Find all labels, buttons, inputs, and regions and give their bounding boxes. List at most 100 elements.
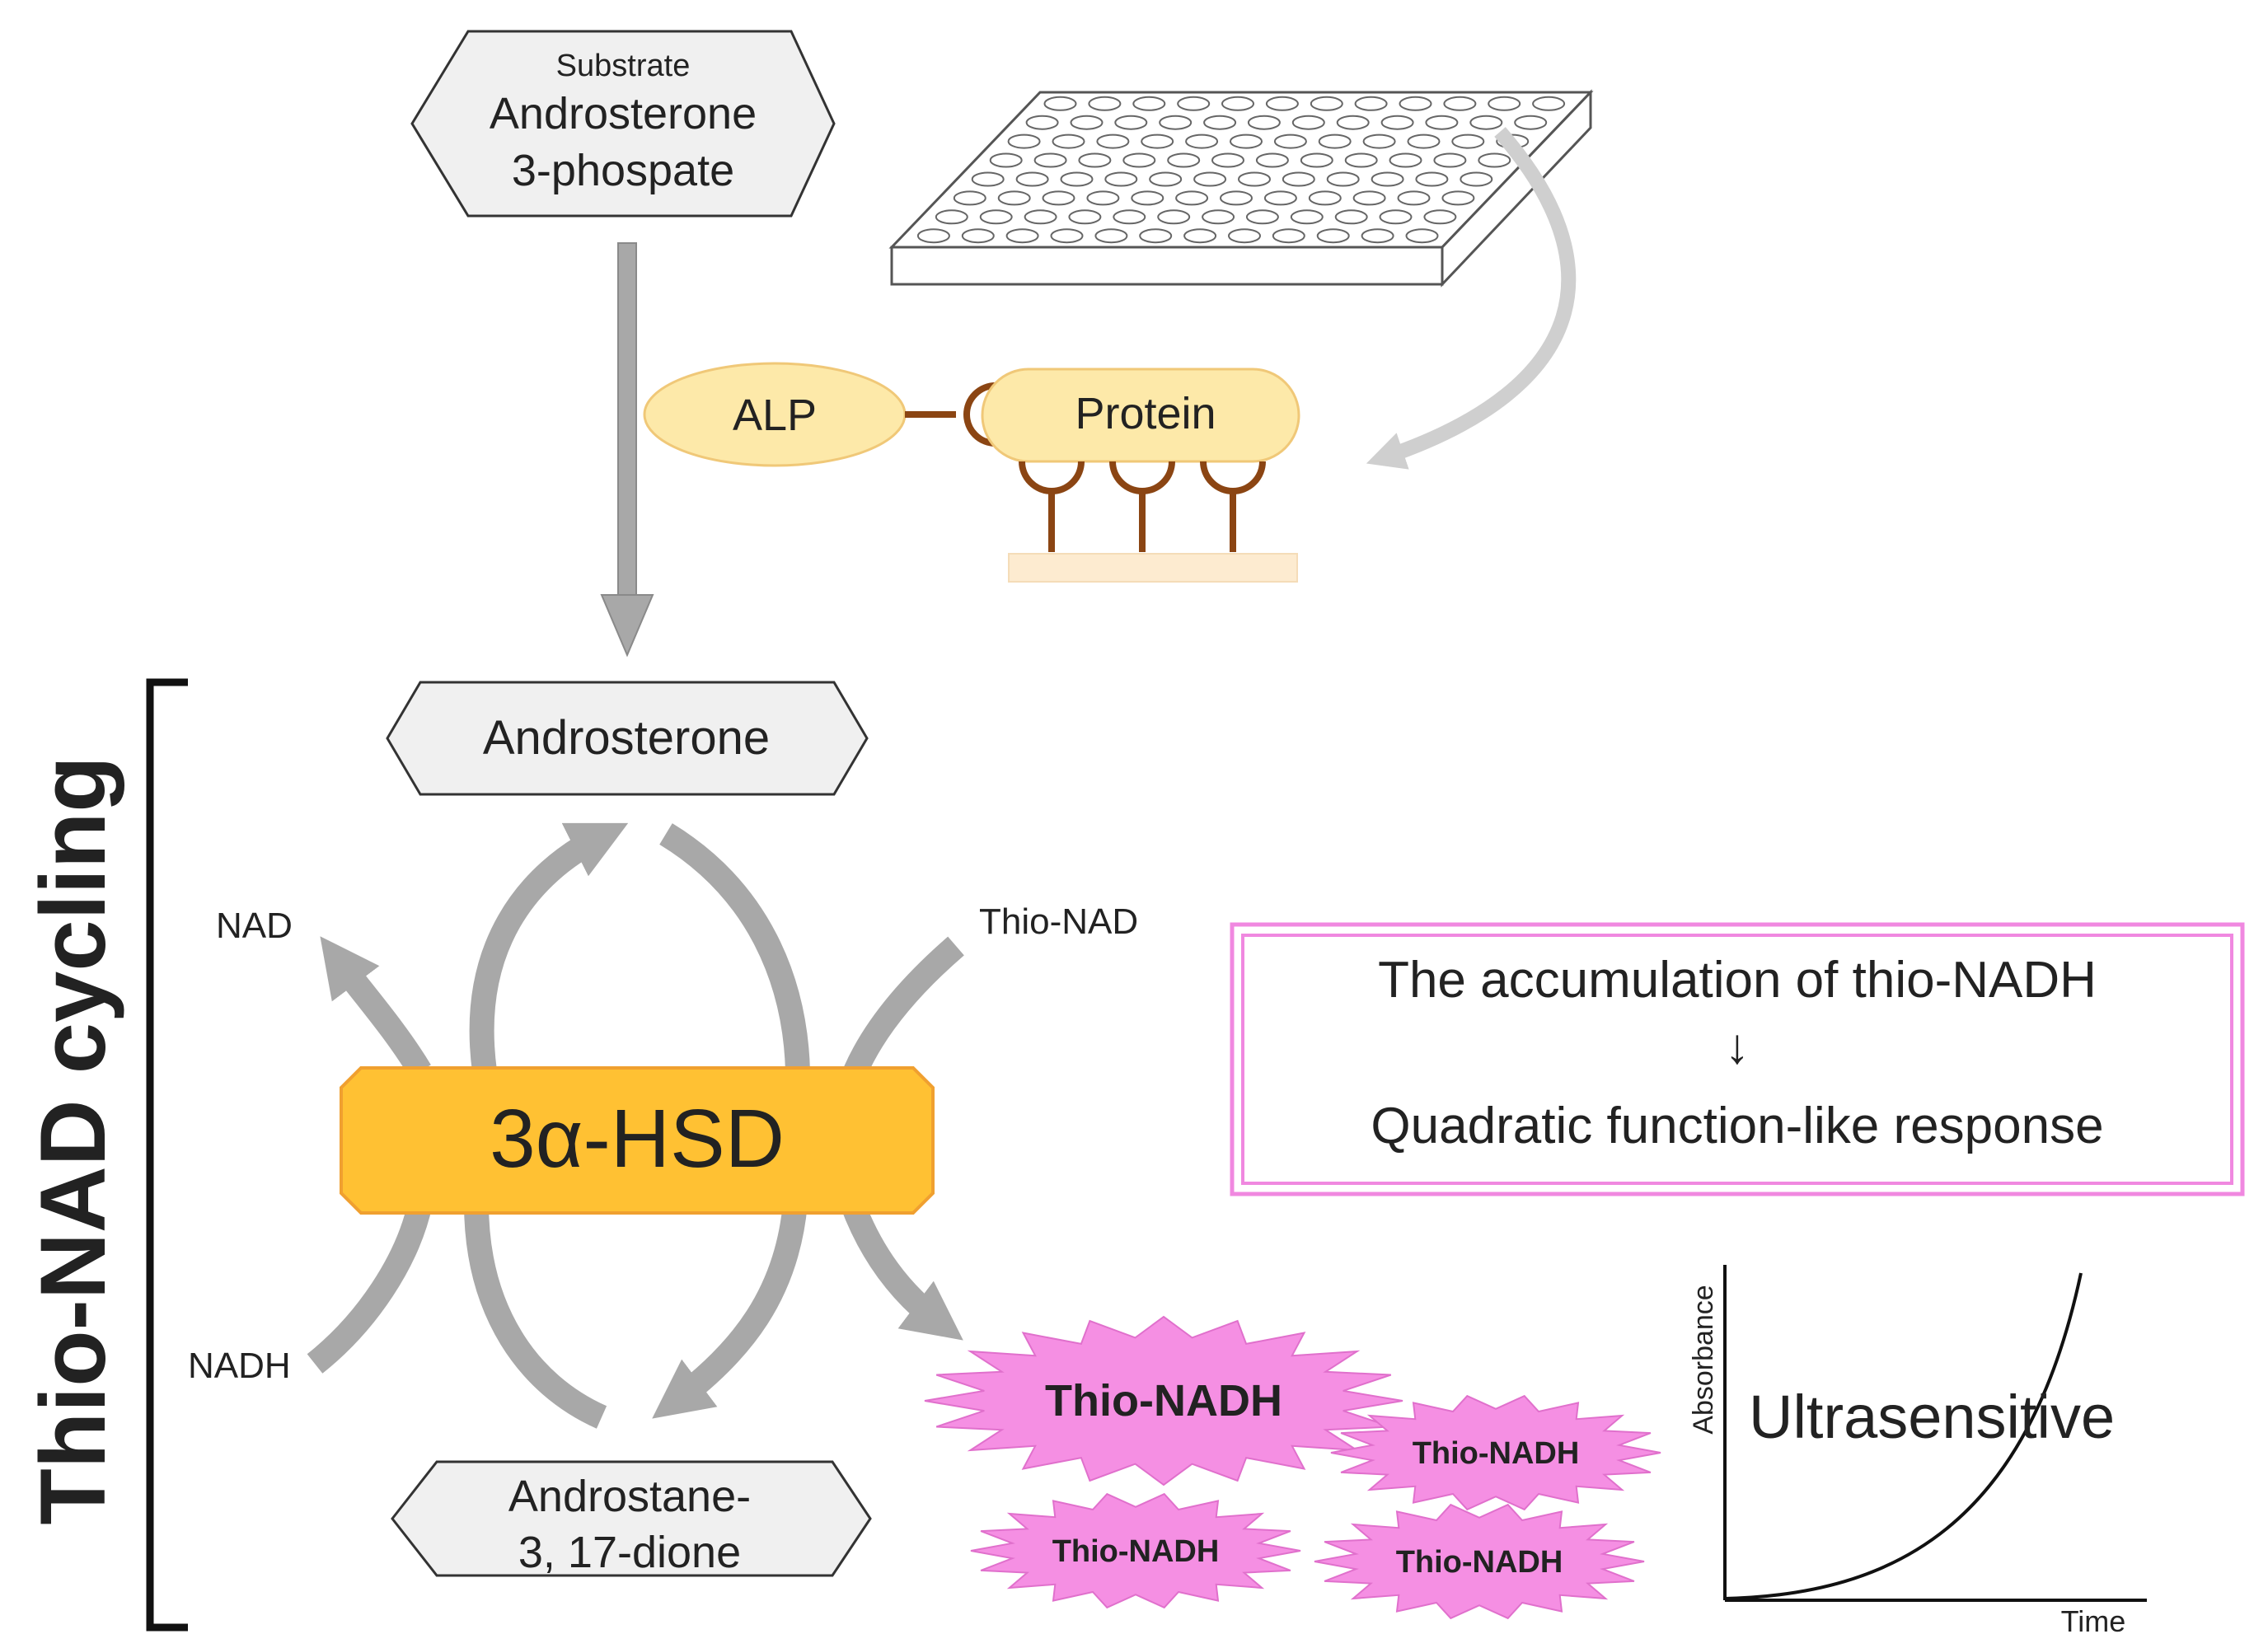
microplate-well — [1405, 228, 1439, 244]
microplate-well — [1263, 190, 1297, 206]
substrate-name-line2: 3-phospate — [512, 146, 734, 195]
microplate-well — [961, 228, 995, 244]
thio-nadh-release-arrow — [840, 1198, 963, 1341]
microplate-well — [1132, 96, 1166, 111]
nadh-label: NADH — [188, 1346, 291, 1386]
microplate-well — [1399, 96, 1432, 111]
thio-nad-label: Thio-NAD — [979, 901, 1138, 942]
microplate-well — [1245, 209, 1279, 225]
microplate-well — [971, 171, 1005, 187]
microplate-well — [1290, 209, 1324, 225]
androsterone-hexagon: Androsterone — [386, 681, 869, 796]
enzyme-label: 3α-HSD — [490, 1093, 785, 1185]
microplate-well — [1433, 152, 1467, 168]
microplate-well — [1094, 228, 1128, 244]
microplate-well — [1005, 228, 1039, 244]
microplate-well — [1007, 133, 1041, 149]
microplate-well — [1352, 190, 1386, 206]
microplate-well — [1265, 96, 1299, 111]
thio-nadh-right-label: Thio-NADH — [1413, 1436, 1580, 1471]
microplate-well — [1221, 96, 1254, 111]
microplate-well — [1052, 133, 1085, 149]
microplate-well — [1183, 228, 1217, 244]
microplate-well — [1371, 171, 1404, 187]
microplate-well — [1050, 228, 1084, 244]
thio-nadh-burst-main: Thio-NADH — [924, 1315, 1403, 1487]
microplate-well — [1441, 190, 1475, 206]
microplate-well — [1423, 209, 1457, 225]
response-graph: Absorbance Time Ultrasensitive — [1688, 1265, 2147, 1634]
conversion-arrow — [600, 242, 654, 658]
microplate-well — [1282, 171, 1315, 187]
microplate-icon — [888, 89, 1594, 288]
microplate-well — [1425, 115, 1459, 130]
thio-nadh-bottom-left-label: Thio-NADH — [1052, 1534, 1220, 1569]
thio-nadh-bottom-right-label: Thio-NADH — [1396, 1545, 1563, 1580]
dione-hexagon: Androstane- 3, 17-dione — [391, 1460, 872, 1577]
info-box: The accumulation of thio-NADH ↓ Quadrati… — [1230, 922, 2245, 1196]
info-arrow: ↓ — [1725, 1018, 1750, 1074]
microplate-well — [979, 209, 1013, 225]
microplate-well — [1389, 152, 1422, 168]
microplate-well — [1460, 171, 1493, 187]
microplate-well — [1025, 115, 1059, 130]
microplate-well — [1193, 171, 1227, 187]
microplate-well — [1310, 96, 1343, 111]
thio-nadh-burst-right: Thio-NADH — [1330, 1394, 1661, 1511]
microplate-well — [1139, 228, 1173, 244]
enzyme-box: 3α-HSD — [340, 1066, 935, 1215]
microplate-well — [1532, 96, 1566, 111]
protein-shape — [981, 368, 1300, 463]
microplate-well — [1024, 209, 1057, 225]
microplate-well — [1043, 96, 1077, 111]
microplate-well — [1175, 190, 1209, 206]
microplate-well — [1177, 96, 1211, 111]
microplate-well — [1344, 152, 1378, 168]
microplate-well — [1141, 133, 1174, 149]
microplate-well — [1443, 96, 1477, 111]
microplate-well — [1326, 171, 1360, 187]
microplate-well — [953, 190, 986, 206]
microplate-well — [1228, 228, 1261, 244]
microplate-well — [1122, 152, 1156, 168]
microplate-well — [1167, 152, 1201, 168]
microplate-well — [1379, 209, 1413, 225]
graph-title: Ultrasensitive — [1749, 1383, 2115, 1451]
microplate-well — [1362, 133, 1396, 149]
cycling-arrows — [307, 822, 964, 1429]
microplate-well — [1104, 171, 1138, 187]
microplate-well — [1291, 115, 1325, 130]
microplate-wells — [916, 96, 1566, 244]
microplate-well — [1060, 171, 1094, 187]
microplate-well — [1478, 152, 1511, 168]
microplate-well — [1255, 152, 1289, 168]
microplate-well — [1354, 96, 1388, 111]
plate-to-assay-arrow — [1366, 127, 1577, 470]
microplate-well — [1415, 171, 1449, 187]
alp-protein-conjugate: ALP Protein — [643, 362, 1300, 583]
nadh-input-arrow — [307, 1200, 433, 1374]
substrate-hexagon: Substrate Androsterone 3-phospate — [410, 30, 836, 218]
microplate-well — [1149, 171, 1183, 187]
substrate-small-label: Substrate — [556, 49, 691, 83]
microplate-well — [1203, 115, 1237, 130]
microplate-well — [1361, 228, 1394, 244]
microplate-well — [916, 228, 950, 244]
microplate-well — [1042, 190, 1075, 206]
microplate-well — [1185, 133, 1219, 149]
microplate-well — [1033, 152, 1067, 168]
microplate-well — [1078, 152, 1112, 168]
microplate-well — [1157, 209, 1191, 225]
microplate-well — [1469, 115, 1503, 130]
microplate-well — [1159, 115, 1193, 130]
microplate-well — [1318, 133, 1352, 149]
microplate-well — [1380, 115, 1414, 130]
microplate-well — [1131, 190, 1164, 206]
microplate-well — [1230, 133, 1263, 149]
microplate-well — [1273, 133, 1307, 149]
microplate-well — [997, 190, 1031, 206]
microplate-well — [1070, 115, 1104, 130]
dione-label-line1: Androstane- — [508, 1472, 751, 1521]
plate-surface — [1008, 553, 1298, 583]
response-curve — [1724, 1272, 2083, 1600]
